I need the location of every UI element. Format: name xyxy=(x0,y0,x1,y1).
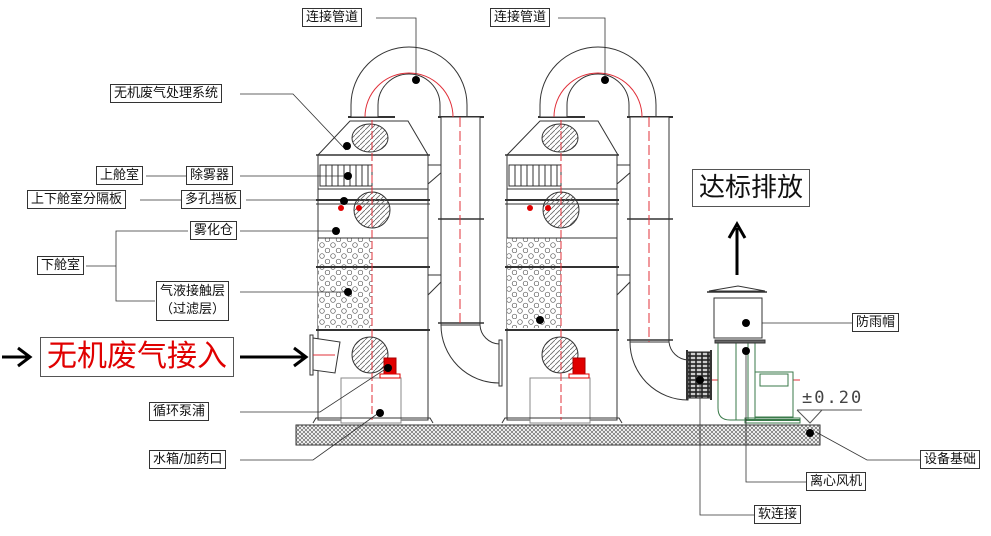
label-foundation: 设备基础 xyxy=(920,450,981,469)
elevation-marker xyxy=(796,409,862,424)
label-atomizer: 雾化仓 xyxy=(190,221,238,240)
label-contact-layer: 气液接触层 （过滤层） xyxy=(156,281,230,321)
label-demister: 除雾器 xyxy=(186,166,234,185)
scrubber-tower-1 xyxy=(312,116,452,424)
label-inlet: 无机废气接入 xyxy=(40,337,234,377)
discharge-arrow xyxy=(727,220,747,275)
leader-dots xyxy=(332,76,814,437)
soft-joint xyxy=(687,351,711,399)
label-elevation: ±0.20 xyxy=(802,388,864,408)
label-upper-chamber: 上舱室 xyxy=(96,166,144,185)
label-partition: 上下舱室分隔板 xyxy=(27,190,127,209)
circulation-pump-2 xyxy=(568,357,590,379)
label-soft-joint: 软连接 xyxy=(754,505,802,524)
centrifugal-fan xyxy=(717,341,801,424)
label-pump: 循环泵浦 xyxy=(149,402,210,421)
inlet-arrows xyxy=(2,346,309,368)
leader-lines xyxy=(86,17,920,516)
label-rain-cap: 防雨帽 xyxy=(852,313,900,332)
scrubber-tower-2 xyxy=(501,116,641,424)
spray-nozzles xyxy=(338,205,551,211)
label-connecting-pipe-2: 连接管道 xyxy=(490,8,551,27)
label-system: 无机废气处理系统 xyxy=(110,84,223,103)
label-connecting-pipe-1: 连接管道 xyxy=(302,8,363,27)
label-tank: 水箱/加药口 xyxy=(149,450,227,469)
rain-cap-stack xyxy=(707,285,767,344)
label-discharge: 达标排放 xyxy=(692,169,811,207)
label-fan: 离心风机 xyxy=(806,472,867,491)
label-baffle: 多孔挡板 xyxy=(181,190,242,209)
label-lower-chamber: 下舱室 xyxy=(37,256,85,275)
equipment-foundation xyxy=(295,424,821,446)
